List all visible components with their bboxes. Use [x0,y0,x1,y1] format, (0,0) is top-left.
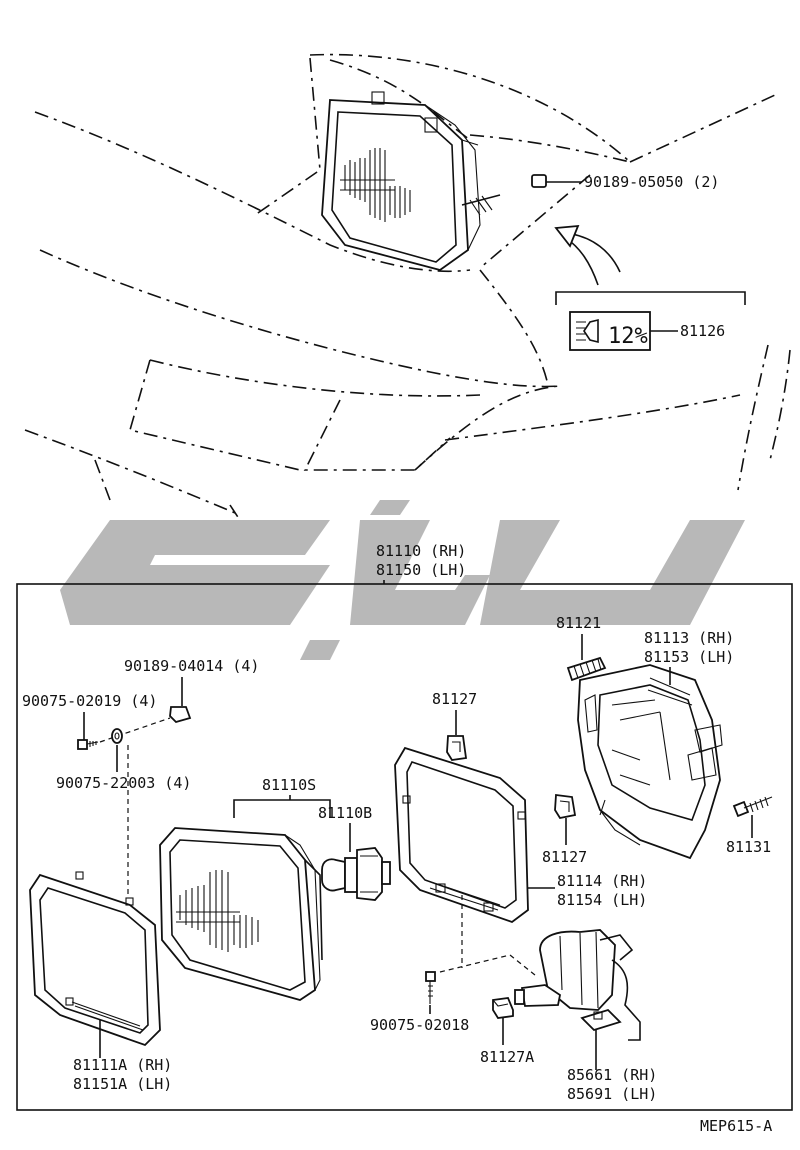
callout-housing-rh: 81113 (RH) [644,629,734,647]
callout-rim-lh: 81151A (LH) [73,1075,172,1093]
headlamp-rim [29,871,161,1047]
lens-pattern [176,870,259,952]
callout-nut-screw-top: 90189-05050 (2) [584,173,719,191]
callout-actuator-rh: 85661 (RH) [567,1066,657,1084]
bolt-icon [732,796,773,818]
callout-bulb: 81110B [318,804,372,822]
aim-label: 12% [569,311,678,351]
sealed-beam-unit [159,827,323,1001]
callout-aim-label: 81126 [680,322,725,340]
clip-icon [492,997,514,1019]
callout-clip-bottom: 81127A [480,1048,534,1066]
aim-percent-text: 12% [608,324,648,349]
clip-icon [554,793,577,820]
watermark-logo [60,500,745,660]
clip-icon [446,735,468,761]
callout-nut: 90189-04014 (4) [124,657,259,675]
callout-screw-bottom: 90075-02018 [370,1016,469,1034]
callout-assy-lh: 81150 (LH) [376,561,466,579]
figure-code: MEP615-A [700,1117,772,1135]
label-bracket [555,291,746,305]
callout-clip-right: 81127 [542,848,587,866]
callout-actuator-lh: 85691 (LH) [567,1085,657,1103]
callout-housing-lh: 81153 (LH) [644,648,734,666]
nut-icon [169,706,192,724]
callout-washer: 90075-22003 (4) [56,774,191,792]
callout-bolt: 81131 [726,838,771,856]
lens-pattern [340,148,411,222]
callout-spring: 81121 [556,614,601,632]
screw-icon [425,971,436,1004]
headlamp-housing [577,664,723,860]
mounted-headlamp [321,91,501,271]
vehicle-body-outline [24,53,791,529]
nut-icon [531,174,582,188]
screw-icon [77,739,99,750]
spring-icon [566,656,607,682]
headlamp-retainer [394,746,529,924]
callout-retainer-rh: 81114 (RH) [557,872,647,890]
assembly-frame [16,583,793,1111]
callout-retainer-lh: 81154 (LH) [557,891,647,909]
bulb-icon [321,847,391,901]
callout-rim-rh: 81111A (RH) [73,1056,172,1074]
arrow-icon [554,224,621,286]
callout-unit: 81110S [262,776,316,794]
callout-clip-top: 81127 [432,690,477,708]
washer-icon [111,728,123,744]
callout-assy-rh: 81110 (RH) [376,542,466,560]
leveling-actuator [514,929,641,1041]
callout-screw: 90075-02019 (4) [22,692,157,710]
